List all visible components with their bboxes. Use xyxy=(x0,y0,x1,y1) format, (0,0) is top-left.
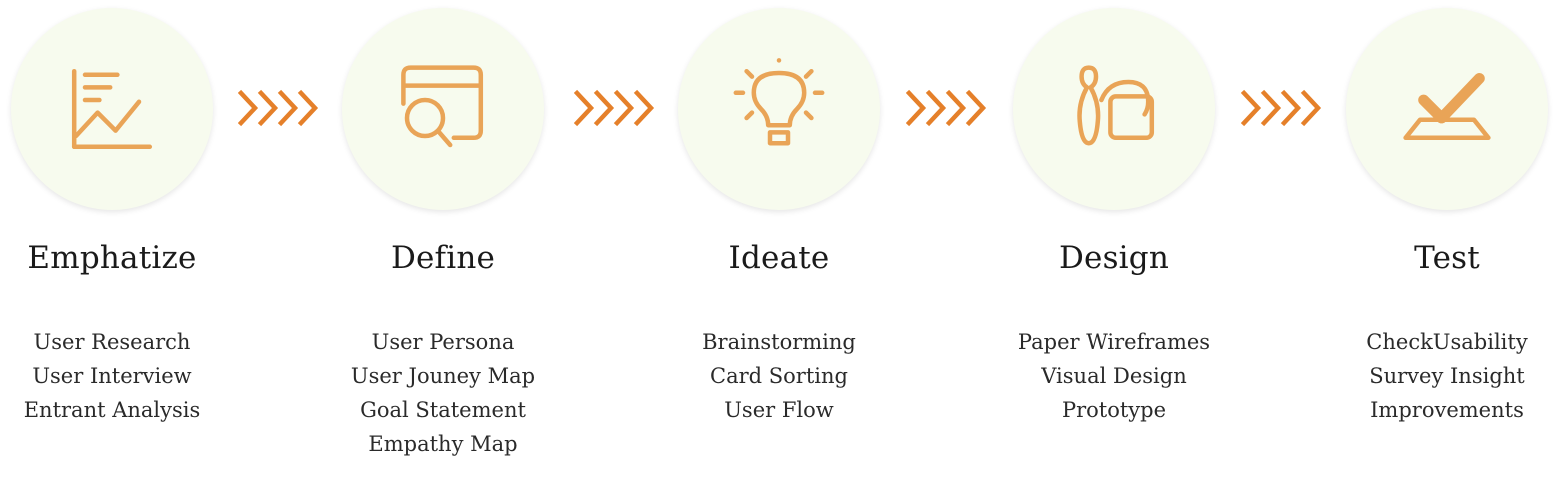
stage-test: Test CheckUsability Survey Insight Impro… xyxy=(1327,0,1559,487)
stage-emphatize: Emphatize User Research User Interview E… xyxy=(0,0,232,487)
stage-title: Emphatize xyxy=(27,240,197,276)
stage-item: Goal Statement xyxy=(360,398,526,422)
stage-items: User Research User Interview Entrant Ana… xyxy=(0,325,232,427)
stage-item: Survey Insight xyxy=(1369,364,1525,388)
stage-item: User Jouney Map xyxy=(350,364,536,388)
stage-circle xyxy=(1346,8,1548,210)
chevron-arrows-icon xyxy=(1240,88,1325,128)
stage-title: Define xyxy=(390,240,496,276)
stage-item: Prototype xyxy=(1061,398,1167,422)
chevron-arrows-icon xyxy=(573,88,658,128)
stage-item: User Research xyxy=(33,330,191,354)
stage-items: CheckUsability Survey Insight Improvemen… xyxy=(1327,325,1559,427)
chart-document-icon xyxy=(71,68,153,150)
design-tools-icon xyxy=(1077,65,1155,146)
chevron-arrows-icon xyxy=(905,88,990,128)
stage-item: Brainstorming xyxy=(702,330,856,354)
chevron-arrows-icon xyxy=(237,88,322,128)
stage-item: User Interview xyxy=(32,364,192,388)
lightbulb-icon xyxy=(733,58,825,146)
stage-circle xyxy=(11,8,213,210)
stage-item: Improvements xyxy=(1370,398,1524,422)
stage-circle xyxy=(678,8,880,210)
search-window-icon xyxy=(401,65,484,148)
stage-item: CheckUsability xyxy=(1366,330,1528,354)
stage-title: Ideate xyxy=(728,240,830,276)
stage-title: Design xyxy=(1058,240,1170,276)
stage-item: Visual Design xyxy=(1041,364,1187,388)
stage-item: User Persona xyxy=(371,330,515,354)
stage-item: Empathy Map xyxy=(368,432,518,456)
stage-items: User Persona User Jouney Map Goal Statem… xyxy=(323,325,563,461)
stage-item: Paper Wireframes xyxy=(1017,330,1211,354)
stage-define: Define User Persona User Jouney Map Goal… xyxy=(323,0,563,487)
stage-item: Entrant Analysis xyxy=(23,398,201,422)
stage-design: Design Paper Wireframes Visual Design Pr… xyxy=(994,0,1234,487)
stage-title: Test xyxy=(1414,240,1480,276)
stage-items: Brainstorming Card Sorting User Flow xyxy=(659,325,899,427)
stage-circle xyxy=(1013,8,1215,210)
stage-item: Card Sorting xyxy=(710,364,848,388)
stage-circle xyxy=(342,8,544,210)
checkmark-icon xyxy=(1403,73,1491,141)
stage-items: Paper Wireframes Visual Design Prototype xyxy=(994,325,1234,427)
stage-ideate: Ideate Brainstorming Card Sorting User F… xyxy=(659,0,899,487)
stage-item: User Flow xyxy=(724,398,834,422)
